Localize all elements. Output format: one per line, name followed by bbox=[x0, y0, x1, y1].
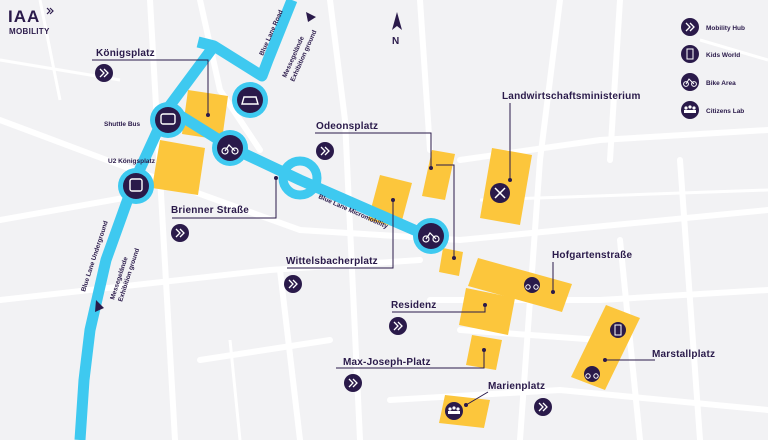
logo-chevron-icon bbox=[46, 7, 54, 15]
legend-label: Mobility Hub bbox=[706, 25, 745, 32]
bike-area-icon bbox=[681, 73, 699, 91]
label-hofgartenstrasse: Hofgartenstraße bbox=[552, 250, 632, 261]
hub-marienplatz[interactable] bbox=[534, 398, 552, 416]
chevron-right-icon bbox=[175, 228, 185, 238]
chevron-right-icon bbox=[99, 68, 109, 78]
u2-koenigsplatz-stop bbox=[118, 168, 154, 204]
leader-lines bbox=[92, 59, 655, 407]
legend-label: Kids World bbox=[706, 52, 740, 59]
chevron-right-icon bbox=[348, 378, 358, 388]
label-landwirtschaftsministerium: Landwirtschaftsministerium bbox=[502, 91, 641, 102]
car-icon bbox=[241, 96, 259, 105]
blue-lane-micromobility-route bbox=[165, 103, 431, 242]
label-u2-koenigsplatz: U2 Königsplatz bbox=[108, 158, 156, 165]
direction-arrow-bottom-icon bbox=[95, 300, 104, 312]
poi-icons bbox=[445, 183, 626, 420]
bike-stop-koenigsplatz bbox=[212, 130, 248, 166]
legend-item-kids-world: Kids World bbox=[681, 45, 740, 63]
direction-arrow-top-icon bbox=[306, 12, 316, 22]
building-koenigsplatz-south bbox=[152, 140, 205, 195]
castle-icon bbox=[614, 324, 622, 336]
legend-item-citizens-lab: Citizens Lab bbox=[681, 101, 744, 119]
hub-odeonsplatz[interactable] bbox=[316, 142, 334, 160]
hub-wittelsbacher[interactable] bbox=[284, 275, 302, 293]
bike-marker-hofgarten bbox=[524, 277, 540, 293]
label-brienner-strasse: Brienner Straße bbox=[171, 205, 249, 216]
hub-brienner[interactable] bbox=[171, 224, 189, 242]
hub-koenigsplatz[interactable] bbox=[95, 64, 113, 82]
chevron-right-icon bbox=[393, 321, 403, 331]
building-residenz bbox=[459, 288, 515, 335]
shuttle-bus-stop bbox=[150, 102, 186, 138]
legend-label: Bike Area bbox=[706, 80, 736, 87]
chevron-right-icon bbox=[320, 146, 330, 156]
hub-residenz[interactable] bbox=[389, 317, 407, 335]
bike-marker-marstall bbox=[584, 366, 600, 382]
bike-icon bbox=[525, 284, 539, 290]
logo: IAA MOBILITY bbox=[8, 7, 54, 36]
kids-world-icon bbox=[681, 45, 699, 63]
hub-max-joseph[interactable] bbox=[344, 374, 362, 392]
blue-lane-routes bbox=[74, 0, 431, 440]
compass-label: N bbox=[392, 36, 399, 47]
legend-label: Citizens Lab bbox=[706, 108, 744, 115]
citizens-lab-marker bbox=[490, 183, 510, 203]
bus-icon bbox=[160, 113, 176, 125]
bike-icon bbox=[422, 232, 440, 243]
legend-item-bike-area: Bike Area bbox=[681, 73, 736, 91]
logo-text: IAA bbox=[8, 7, 40, 26]
building-wittelsbacher bbox=[439, 248, 463, 276]
people-icon bbox=[448, 406, 460, 414]
label-shuttle-bus: Shuttle Bus bbox=[104, 121, 140, 128]
label-odeonsplatz: Odeonsplatz bbox=[316, 121, 378, 132]
car-stop bbox=[232, 82, 268, 118]
chevron-right-icon bbox=[538, 402, 548, 412]
label-marienplatz: Marienplatz bbox=[488, 381, 545, 392]
legend-item-mobility-hub: Mobility Hub bbox=[681, 18, 745, 36]
compass: N bbox=[392, 12, 402, 47]
train-icon bbox=[129, 178, 143, 192]
bike-icon bbox=[221, 144, 239, 155]
label-koenigsplatz: Königsplatz bbox=[96, 48, 155, 59]
logo-subtext: MOBILITY bbox=[9, 27, 50, 36]
label-max-joseph-platz: Max-Joseph-Platz bbox=[343, 357, 431, 368]
blue-lane-road-route bbox=[74, 0, 298, 440]
chevron-right-icon bbox=[288, 279, 298, 289]
tools-icon bbox=[494, 187, 506, 199]
route-stops bbox=[118, 82, 449, 254]
label-marstallplatz: Marstallplatz bbox=[652, 349, 715, 360]
legend: Mobility Hub Kids World Bike Area Citize… bbox=[681, 18, 745, 119]
place-labels: Königsplatz Odeonsplatz Landwirtschaftsm… bbox=[96, 48, 715, 392]
north-arrow-icon bbox=[392, 12, 402, 30]
citizens-lab-marker-marienplatz bbox=[445, 402, 463, 420]
mobility-hub-markers bbox=[95, 64, 552, 416]
label-residenz: Residenz bbox=[391, 300, 437, 311]
building-hofgarten bbox=[468, 258, 572, 312]
bike-icon bbox=[585, 373, 599, 379]
kids-world-marker bbox=[610, 322, 626, 338]
label-wittelsbacherplatz: Wittelsbacherplatz bbox=[286, 256, 378, 267]
roundabout bbox=[278, 156, 322, 200]
blue-lane-connector bbox=[196, 36, 216, 52]
bike-stop-micromobility bbox=[413, 218, 449, 254]
building-odeonsplatz-b bbox=[422, 150, 455, 200]
